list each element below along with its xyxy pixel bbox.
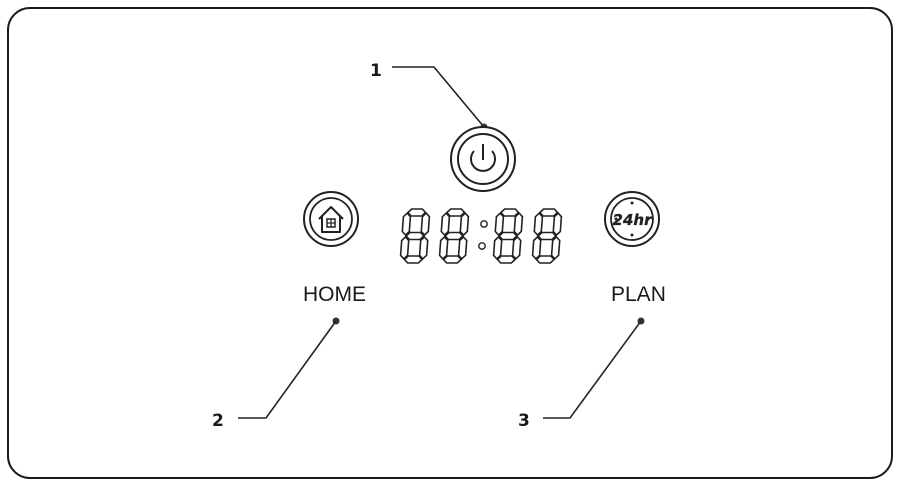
- display-digit: [399, 208, 431, 264]
- display-colon-dot: [478, 242, 486, 250]
- plan-button[interactable]: 24hr: [604, 191, 660, 247]
- callout-1-number: 1: [370, 61, 382, 81]
- display-seg-e: [438, 235, 449, 260]
- home-label: HOME: [303, 283, 366, 306]
- display-seg-d: [403, 255, 424, 264]
- plan-icon-text: 24hr: [613, 211, 654, 229]
- home-button[interactable]: [303, 191, 359, 247]
- display-seg-b: [513, 212, 524, 237]
- display-seg-c: [418, 235, 429, 260]
- display-seg-c: [457, 235, 468, 260]
- display-seg-d: [535, 255, 556, 264]
- 24hr-clock-icon: 24hr: [612, 201, 654, 237]
- callout-1-leader: [392, 66, 485, 128]
- plan-label: PLAN: [611, 283, 666, 306]
- display-seg-a: [406, 208, 427, 217]
- display-colon-dot: [480, 220, 488, 228]
- seven-segment-display: [399, 208, 563, 264]
- display-seg-d: [442, 255, 463, 264]
- display-seg-d: [496, 255, 517, 264]
- display-seg-g: [444, 231, 464, 241]
- display-seg-b: [420, 212, 431, 237]
- display-seg-c: [550, 235, 561, 260]
- display-digit: [438, 208, 470, 264]
- power-button[interactable]: [450, 126, 516, 192]
- display-seg-c: [511, 235, 522, 260]
- house-icon: [318, 206, 344, 233]
- display-seg-g: [405, 231, 425, 241]
- display-seg-e: [492, 235, 503, 260]
- display-seg-f: [401, 212, 412, 237]
- display-seg-a: [499, 208, 520, 217]
- callout-2-leader: [238, 320, 337, 419]
- display-seg-f: [494, 212, 505, 237]
- callout-2-number: 2: [212, 411, 224, 431]
- display-seg-e: [531, 235, 542, 260]
- display-seg-b: [459, 212, 470, 237]
- callout-3-number: 3: [518, 411, 530, 431]
- display-seg-g: [537, 231, 557, 241]
- display-seg-f: [440, 212, 451, 237]
- display-seg-b: [552, 212, 563, 237]
- display-seg-a: [445, 208, 466, 217]
- display-seg-f: [533, 212, 544, 237]
- display-seg-a: [538, 208, 559, 217]
- display-seg-g: [498, 231, 518, 241]
- display-digit: [531, 208, 563, 264]
- power-icon: [470, 144, 496, 172]
- panel-frame: [7, 7, 893, 479]
- display-digit: [492, 208, 524, 264]
- display-seg-e: [399, 235, 410, 260]
- callout-3-leader: [543, 320, 642, 419]
